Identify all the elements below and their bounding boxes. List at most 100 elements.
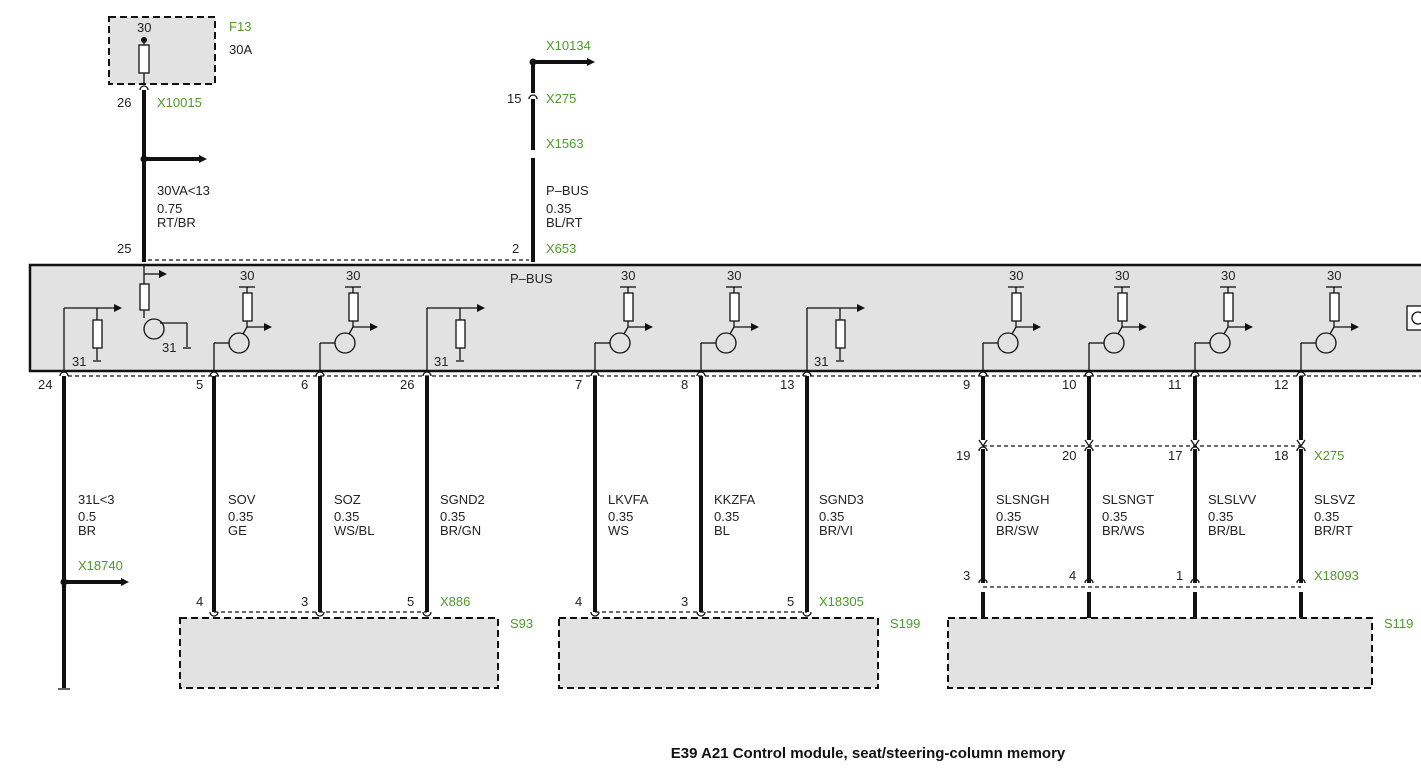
wire-slsvz: 12 18 SLSVZ 0.35 BR/RT bbox=[1274, 371, 1355, 618]
wire-lkvfa-name: LKVFA bbox=[608, 492, 649, 507]
mid-pin-18: 18 bbox=[1274, 448, 1288, 463]
wire-slslvv-size: 0.35 bbox=[1208, 509, 1233, 524]
switch-s199-connector: X18305 bbox=[819, 594, 864, 609]
module-pin-26: 26 bbox=[400, 377, 414, 392]
wire-slsvz-size: 0.35 bbox=[1314, 509, 1339, 524]
supply-wire-pin: 25 bbox=[117, 241, 131, 256]
module-ground-circuit-13: 31 bbox=[806, 304, 865, 371]
fuse-terminal-label: 30 bbox=[137, 20, 151, 35]
module-ground-label-26: 31 bbox=[434, 354, 448, 369]
pbus-wire-color: BL/RT bbox=[546, 215, 583, 230]
s119-mid-connector: X275 bbox=[1314, 448, 1344, 463]
wire-slsngt-size: 0.35 bbox=[1102, 509, 1127, 524]
module-ground-31-label: 31 bbox=[162, 340, 176, 355]
mid-pin-20: 20 bbox=[1062, 448, 1076, 463]
wire-soz-name: SOZ bbox=[334, 492, 361, 507]
module-ground-circuit-24: 31 bbox=[63, 304, 122, 371]
wire-slslvv-color: BR/BL bbox=[1208, 523, 1246, 538]
switch-pin-5: 5 bbox=[407, 594, 414, 609]
ground-wire: 24 31L<3 0.5 BR X18740 bbox=[38, 371, 129, 690]
switch-s93-label: S93 bbox=[510, 616, 533, 631]
switch-pin-3-s119: 3 bbox=[963, 568, 970, 583]
switch-pin-1-s119: 1 bbox=[1176, 568, 1183, 583]
switch-s119 bbox=[947, 617, 1373, 689]
module-pin-12: 12 bbox=[1274, 377, 1288, 392]
switch-pin-4-s199: 4 bbox=[575, 594, 582, 609]
wire-slslvv: 11 17 SLSLVV 0.35 BR/BL 1 bbox=[1168, 371, 1257, 618]
module-pin-6: 6 bbox=[301, 377, 308, 392]
pbus-wire-name: P–BUS bbox=[546, 183, 589, 198]
wire-sgnd2-color: BR/GN bbox=[440, 523, 481, 538]
wire-slsngh-color: BR/SW bbox=[996, 523, 1039, 538]
ground-wire-pin: 24 bbox=[38, 377, 52, 392]
module-ground-circuit-26: 31 bbox=[426, 304, 485, 371]
switch-s199 bbox=[558, 617, 879, 689]
fuse-rating: 30A bbox=[229, 42, 252, 57]
switch-s93 bbox=[179, 617, 499, 689]
supply-wire-size: 0.75 bbox=[157, 201, 182, 216]
wire-kkzfa-color: BL bbox=[714, 523, 730, 538]
module-ground-label-24: 31 bbox=[72, 354, 86, 369]
wire-sgnd2-name: SGND2 bbox=[440, 492, 485, 507]
module-pin-9: 9 bbox=[963, 377, 970, 392]
switch-pin-3-s199: 3 bbox=[681, 594, 688, 609]
wire-slsngh: 9 19 SLSNGH 0.35 BR/SW 3 bbox=[956, 371, 1049, 618]
switch-group-s199: S199 X18305 7 LKVFA 0.35 WS 4 8 KKZFA 0.… bbox=[558, 371, 920, 689]
supply-30-label-8: 30 bbox=[727, 268, 741, 283]
switch-pin-4-s119: 4 bbox=[1069, 568, 1076, 583]
pbus-wire-size: 0.35 bbox=[546, 201, 571, 216]
ground-wire-connector: X18740 bbox=[78, 558, 123, 573]
supply-30-label-12: 30 bbox=[1327, 268, 1341, 283]
transistor-input-pin-9: 30 bbox=[982, 268, 1041, 371]
wire-sgnd3-size: 0.35 bbox=[819, 509, 844, 524]
switch-s93-connector: X886 bbox=[440, 594, 470, 609]
wire-sov-name: SOV bbox=[228, 492, 256, 507]
module-ground-label-13: 31 bbox=[814, 354, 828, 369]
supply-30-label-11: 30 bbox=[1221, 268, 1235, 283]
supply-30-label-7: 30 bbox=[621, 268, 635, 283]
wire-soz: 6 SOZ 0.35 WS/BL 3 bbox=[301, 371, 374, 617]
transistor-input-pin-6: 30 bbox=[319, 268, 378, 371]
supply-wire-color: RT/BR bbox=[157, 215, 196, 230]
wire-kkzfa: 8 KKZFA 0.35 BL 3 bbox=[681, 371, 756, 617]
supply-wire: 26 X10015 30VA<13 0.75 RT/BR 25 bbox=[117, 85, 210, 262]
wire-sgnd3: 13 SGND3 0.35 BR/VI 5 bbox=[780, 371, 864, 617]
pbus-wire: X10134 15 X275 X1563 P–BUS 0.35 BL/RT 2 … bbox=[507, 38, 595, 262]
pbus-connector-x653: X653 bbox=[546, 241, 576, 256]
pbus-connector-x1563: X1563 bbox=[546, 136, 584, 151]
module-pin-10: 10 bbox=[1062, 377, 1076, 392]
wire-slsngt: 10 20 SLSNGT 0.35 BR/WS 4 bbox=[1062, 371, 1154, 618]
supply-30-label-5: 30 bbox=[240, 268, 254, 283]
wire-soz-size: 0.35 bbox=[334, 509, 359, 524]
wire-soz-color: WS/BL bbox=[334, 523, 374, 538]
transistor-input-pin-5: 30 bbox=[213, 268, 272, 371]
wire-sov-color: GE bbox=[228, 523, 247, 538]
switch-pin-3: 3 bbox=[301, 594, 308, 609]
pbus-connector-x275: X275 bbox=[546, 91, 576, 106]
transistor-input-pin-10: 30 bbox=[1088, 268, 1147, 371]
transistor-input-pin-8: 30 bbox=[700, 268, 759, 371]
wire-sgnd2: 26 SGND2 0.35 BR/GN 5 bbox=[400, 371, 485, 617]
ground-wire-name: 31L<3 bbox=[78, 492, 115, 507]
pbus-module-pin: 2 bbox=[512, 241, 519, 256]
fuse-connector-label: X10015 bbox=[157, 95, 202, 110]
wire-slsvz-color: BR/RT bbox=[1314, 523, 1353, 538]
supply-30-label-9: 30 bbox=[1009, 268, 1023, 283]
module-supply-path: 31 bbox=[139, 265, 191, 355]
module-pin-5: 5 bbox=[196, 377, 203, 392]
supply-30-label-10: 30 bbox=[1115, 268, 1129, 283]
wire-sgnd3-color: BR/VI bbox=[819, 523, 853, 538]
pbus-top-pin: 15 bbox=[507, 91, 521, 106]
wire-sov-size: 0.35 bbox=[228, 509, 253, 524]
pbus-top-connector: X10134 bbox=[546, 38, 591, 53]
wire-lkvfa-size: 0.35 bbox=[608, 509, 633, 524]
clock-icon bbox=[1406, 305, 1421, 331]
diagram-title: E39 A21 Control module, seat/steering-co… bbox=[671, 745, 1066, 762]
supply-wire-name: 30VA<13 bbox=[157, 183, 210, 198]
fuse-f13: 30 F13 30A bbox=[108, 16, 252, 85]
wire-slsvz-name: SLSVZ bbox=[1314, 492, 1355, 507]
switch-group-s93: S93 X886 5 SOV 0.35 GE 4 6 SOZ 0.35 WS/B… bbox=[179, 371, 533, 689]
fuse-name: F13 bbox=[229, 19, 251, 34]
wire-slsngh-size: 0.35 bbox=[996, 509, 1021, 524]
